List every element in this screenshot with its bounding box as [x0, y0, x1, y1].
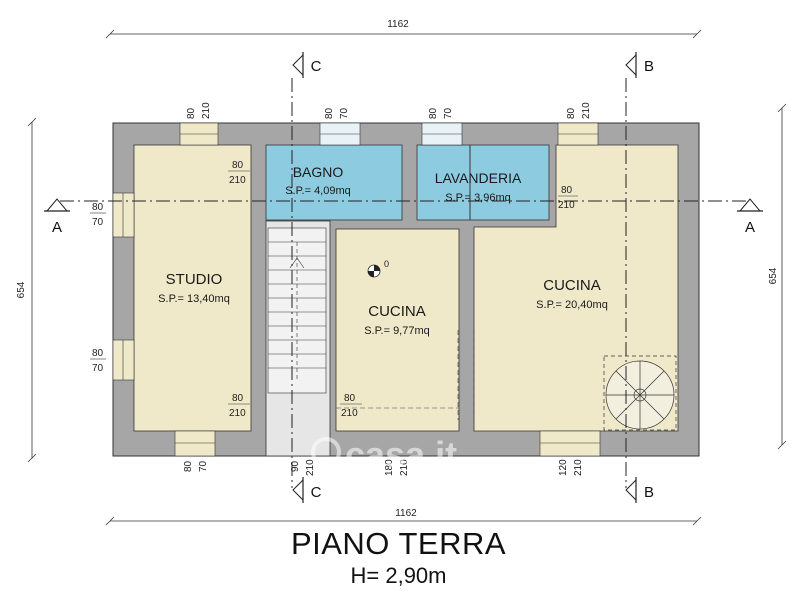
dimension-left [27, 117, 37, 463]
dimension-right-label: 654 [768, 267, 779, 284]
dimension-top-label: 1162 [387, 19, 409, 30]
room-area-lavanderia: S.P.= 3,96mq [445, 192, 511, 204]
dimension-bottom [105, 516, 702, 526]
lavanderia-top-window-width: 80 [428, 107, 439, 119]
section-marker-a-left [44, 198, 70, 212]
cucina-top-window-width: 80 [566, 107, 577, 119]
studio-door-width: 80 [232, 393, 244, 404]
section-label-c-top: C [311, 58, 322, 75]
studio-top-window-width: 80 [186, 107, 197, 119]
room-area-cucina-small: S.P.= 9,77mq [364, 325, 430, 337]
room-label-cucina-small: CUCINA [368, 303, 426, 320]
room-lavanderia [416, 144, 550, 221]
page-title: PIANO TERRA [290, 526, 507, 561]
spiral-staircase [603, 355, 677, 431]
studio-left-upper-window-height: 70 [92, 217, 104, 228]
room-label-cucina-large: CUCINA [543, 277, 601, 294]
level-marker-icon [367, 264, 381, 278]
section-label-a-left: A [52, 219, 62, 236]
level-marker-value: 0 [384, 259, 389, 269]
cucina-small-bottom-door-width: 180 [384, 459, 395, 476]
section-label-c-bottom: C [311, 484, 322, 501]
room-bagno [265, 144, 403, 221]
watermark-text: casa.it [345, 434, 457, 475]
dimension-right [777, 103, 787, 450]
dimension-bottom-label: 1162 [395, 508, 417, 519]
dimension-top [105, 29, 702, 39]
bagno-top-window-width: 80 [324, 107, 335, 119]
section-label-b-bottom: B [644, 484, 654, 501]
studio-door-height: 210 [229, 408, 246, 419]
lavanderia-door-width: 80 [561, 185, 573, 196]
bagno-door-height: 210 [229, 175, 246, 186]
room-label-studio: STUDIO [166, 271, 223, 288]
section-marker-b-top [625, 52, 637, 78]
section-marker-b-bottom [625, 477, 637, 503]
room-cucina-large [473, 144, 679, 432]
studio-left-lower-window-height: 70 [92, 363, 104, 374]
room-label-bagno: BAGNO [293, 164, 344, 180]
cucina-small-door-height: 210 [341, 408, 358, 419]
bagno-door-width: 80 [232, 160, 244, 171]
section-marker-c-top [292, 52, 304, 78]
lavanderia-door-height: 210 [558, 200, 575, 211]
window-panes [122, 133, 600, 444]
studio-bottom-window-height: 70 [198, 460, 209, 472]
studio-bottom-window-width: 80 [183, 460, 194, 472]
stair-entry-door-width: 90 [290, 460, 301, 472]
studio-left-upper-window-width: 80 [92, 202, 104, 213]
cucina-top-window-height: 210 [581, 102, 592, 119]
cucina-large-bottom-door-height: 210 [573, 459, 584, 476]
room-area-cucina-large: S.P.= 20,40mq [536, 299, 608, 311]
watermark-logo: casa.it [311, 434, 457, 475]
section-lines [60, 78, 752, 488]
room-area-studio: S.P.= 13,40mq [158, 293, 230, 305]
cucina-small-door-width: 80 [344, 393, 356, 404]
room-label-lavanderia: LAVANDERIA [435, 170, 522, 186]
page-subtitle: H= 2,90m [350, 563, 447, 588]
lavanderia-top-window-height: 70 [443, 107, 454, 119]
staircase [267, 227, 327, 394]
section-marker-c-bottom [292, 477, 304, 503]
room-studio [133, 144, 252, 432]
studio-top-window-height: 210 [201, 102, 212, 119]
hidden-lines [336, 330, 475, 420]
room-area-bagno: S.P.= 4,09mq [285, 185, 351, 197]
studio-left-lower-window-width: 80 [92, 348, 104, 359]
cucina-large-bottom-door-width: 120 [558, 459, 569, 476]
bagno-top-window-height: 70 [339, 107, 350, 119]
dimension-left-label: 654 [16, 281, 27, 298]
section-marker-a-right [737, 198, 763, 212]
section-label-a-right: A [745, 219, 755, 236]
cucina-small-bottom-door-height: 210 [399, 459, 410, 476]
stair-entry-door-height: 210 [305, 459, 316, 476]
room-cucina-small [335, 228, 460, 432]
section-label-b-top: B [644, 58, 654, 75]
